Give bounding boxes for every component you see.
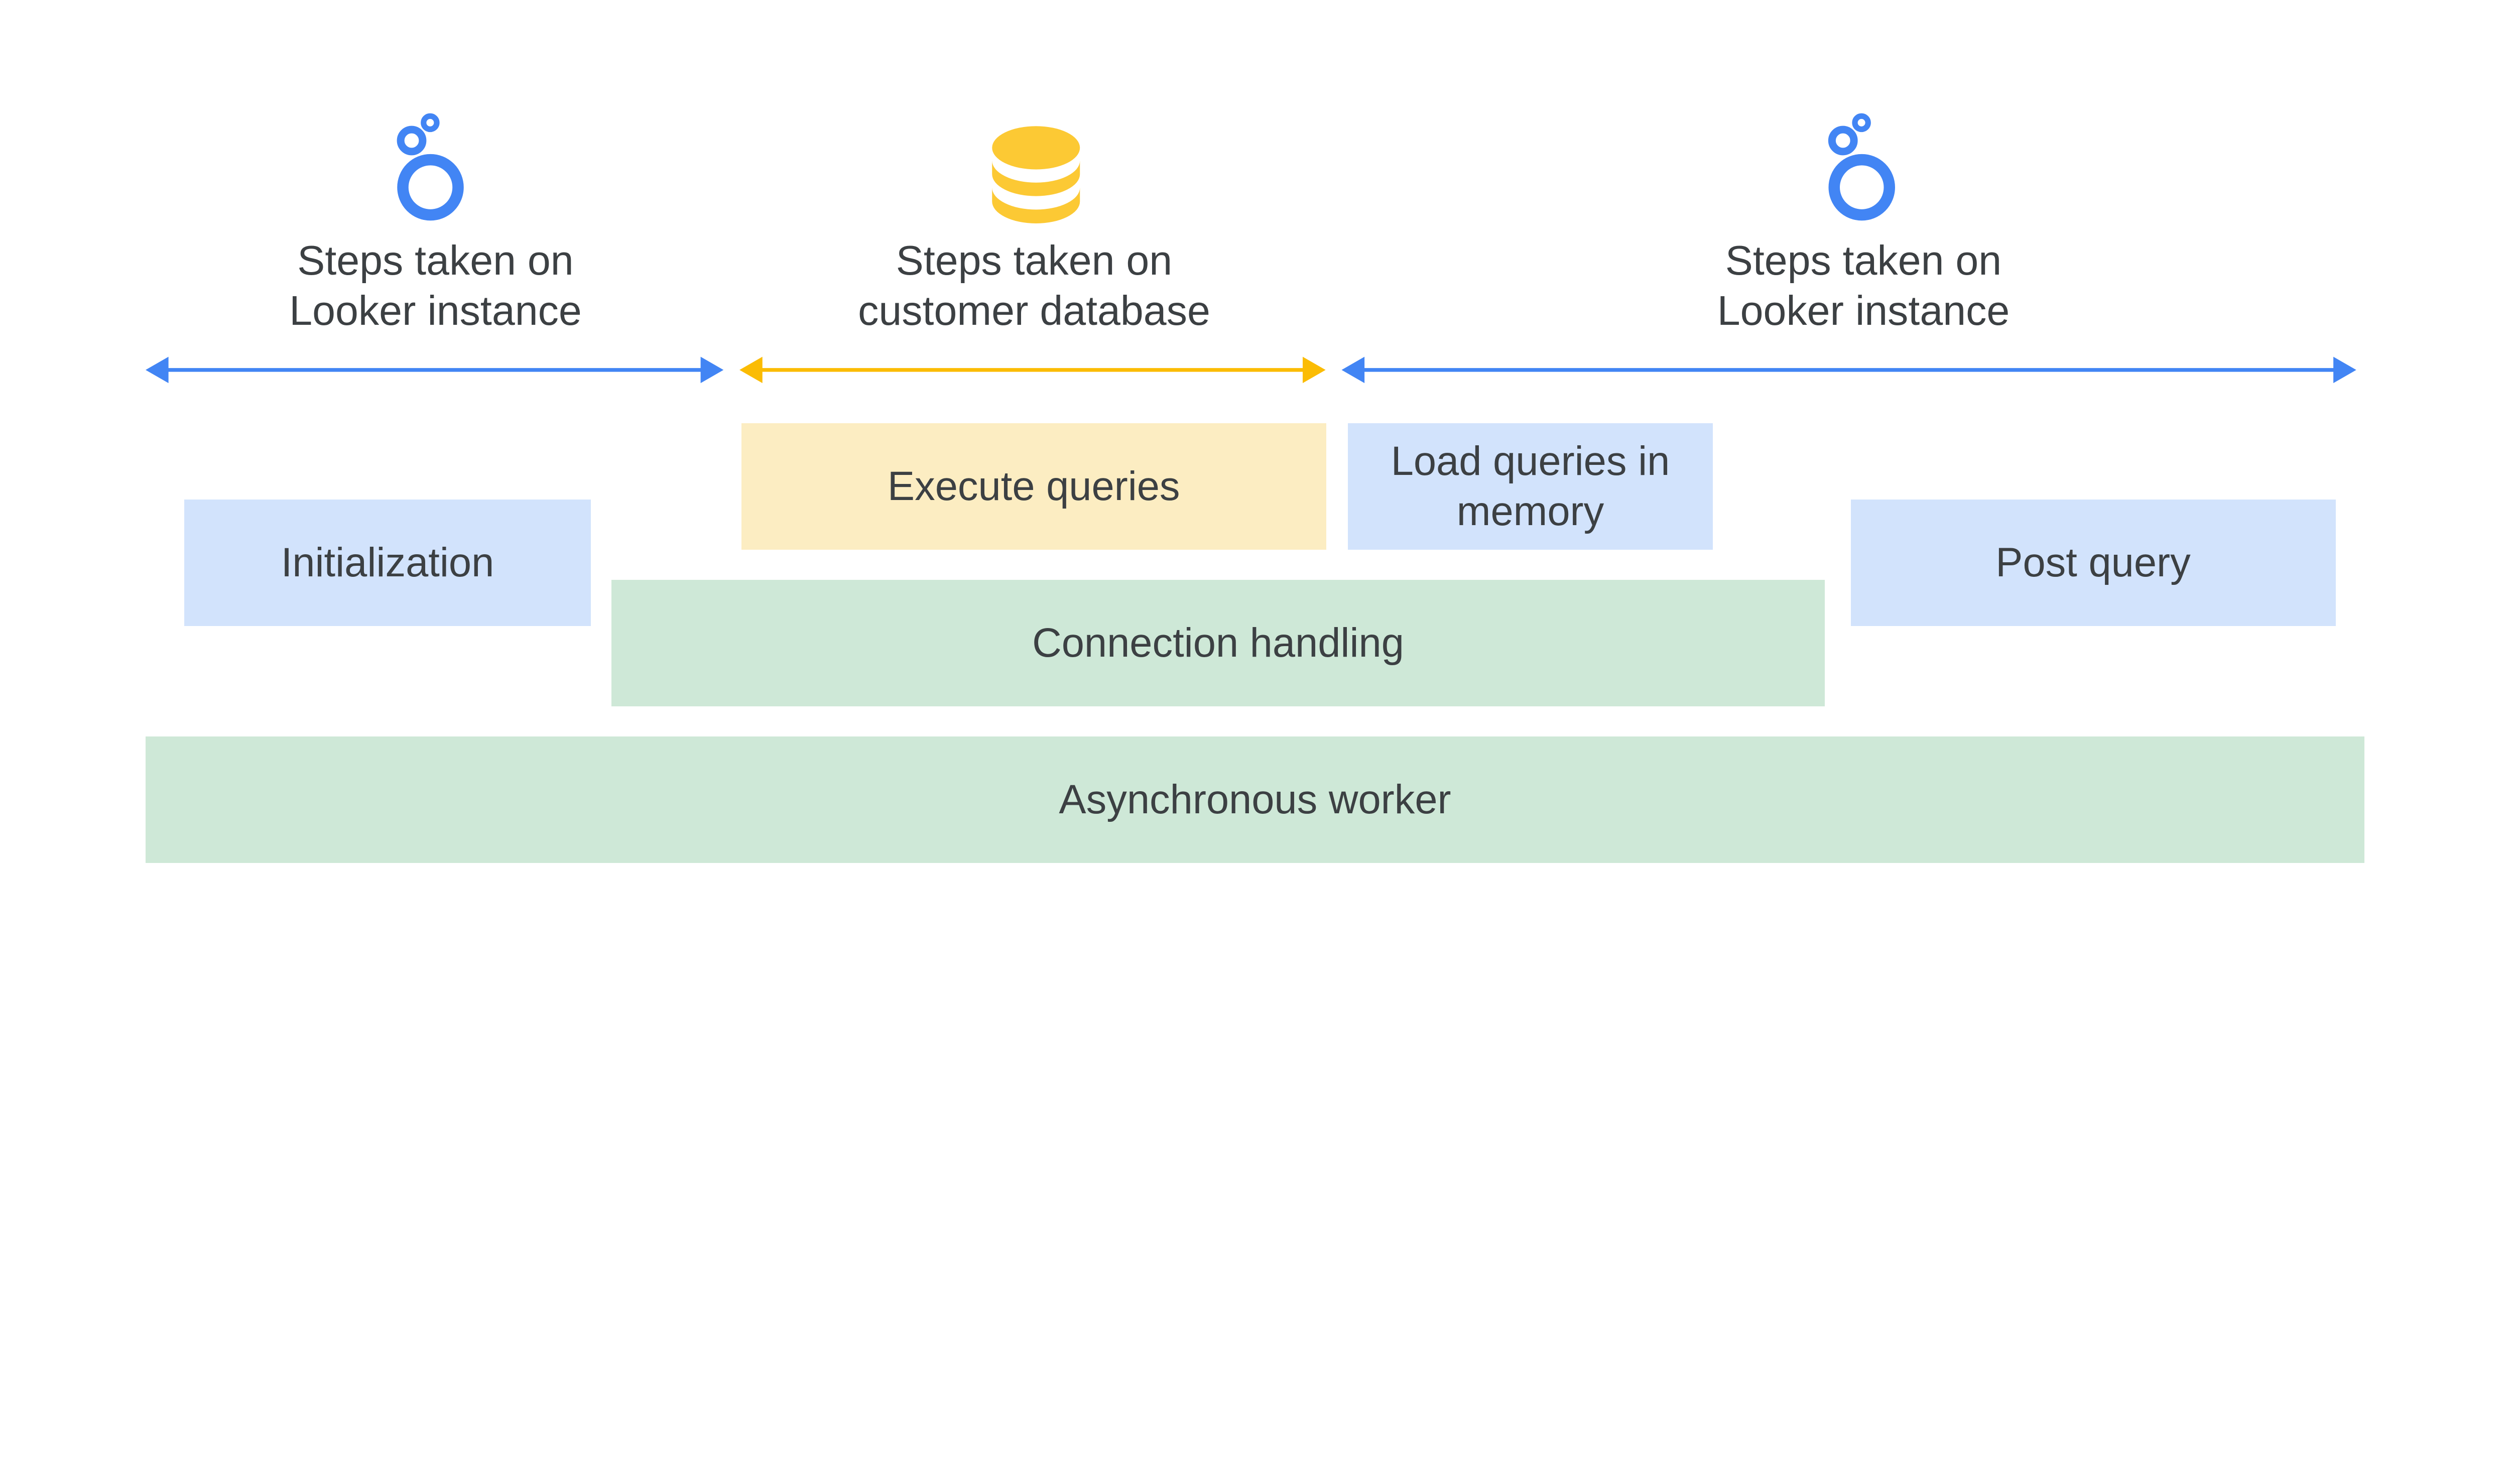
database-icon (992, 126, 1080, 223)
heading-line: Steps taken on (896, 237, 1173, 284)
load-queries-box: Load queries in memory (1348, 423, 1713, 550)
asynchronous-worker-label: Asynchronous worker (1059, 777, 1451, 822)
execute-queries-label: Execute queries (887, 463, 1180, 509)
database-span-arrow (739, 356, 1326, 384)
initialization-label: Initialization (281, 540, 494, 585)
looker-span-arrow-left (146, 356, 724, 384)
heading-line: Steps taken on (297, 237, 574, 284)
asynchronous-worker-box: Asynchronous worker (146, 736, 2364, 863)
initialization-box: Initialization (184, 500, 591, 626)
looker-span-arrow-right (1341, 356, 2356, 384)
section-heading-database: Steps taken on customer database (815, 235, 1254, 336)
connection-handling-label: Connection handling (1032, 620, 1404, 666)
execute-queries-box: Execute queries (741, 423, 1326, 550)
heading-line: Looker instance (1717, 287, 2010, 334)
connection-handling-box: Connection handling (611, 580, 1825, 706)
load-queries-label: Load queries in memory (1391, 438, 1670, 534)
heading-line: Steps taken on (1725, 237, 2002, 284)
heading-line: Looker instance (289, 287, 582, 334)
section-heading-looker-right: Steps taken on Looker instance (1644, 235, 2083, 336)
post-query-label: Post query (1995, 540, 2191, 585)
diagram-graphics (146, 113, 2356, 384)
looker-logo-icon (1828, 113, 1895, 221)
heading-line: customer database (858, 287, 1210, 334)
looker-logo-icon (397, 113, 464, 221)
section-heading-looker-left: Steps taken on Looker instance (216, 235, 655, 336)
post-query-box: Post query (1850, 500, 2336, 626)
